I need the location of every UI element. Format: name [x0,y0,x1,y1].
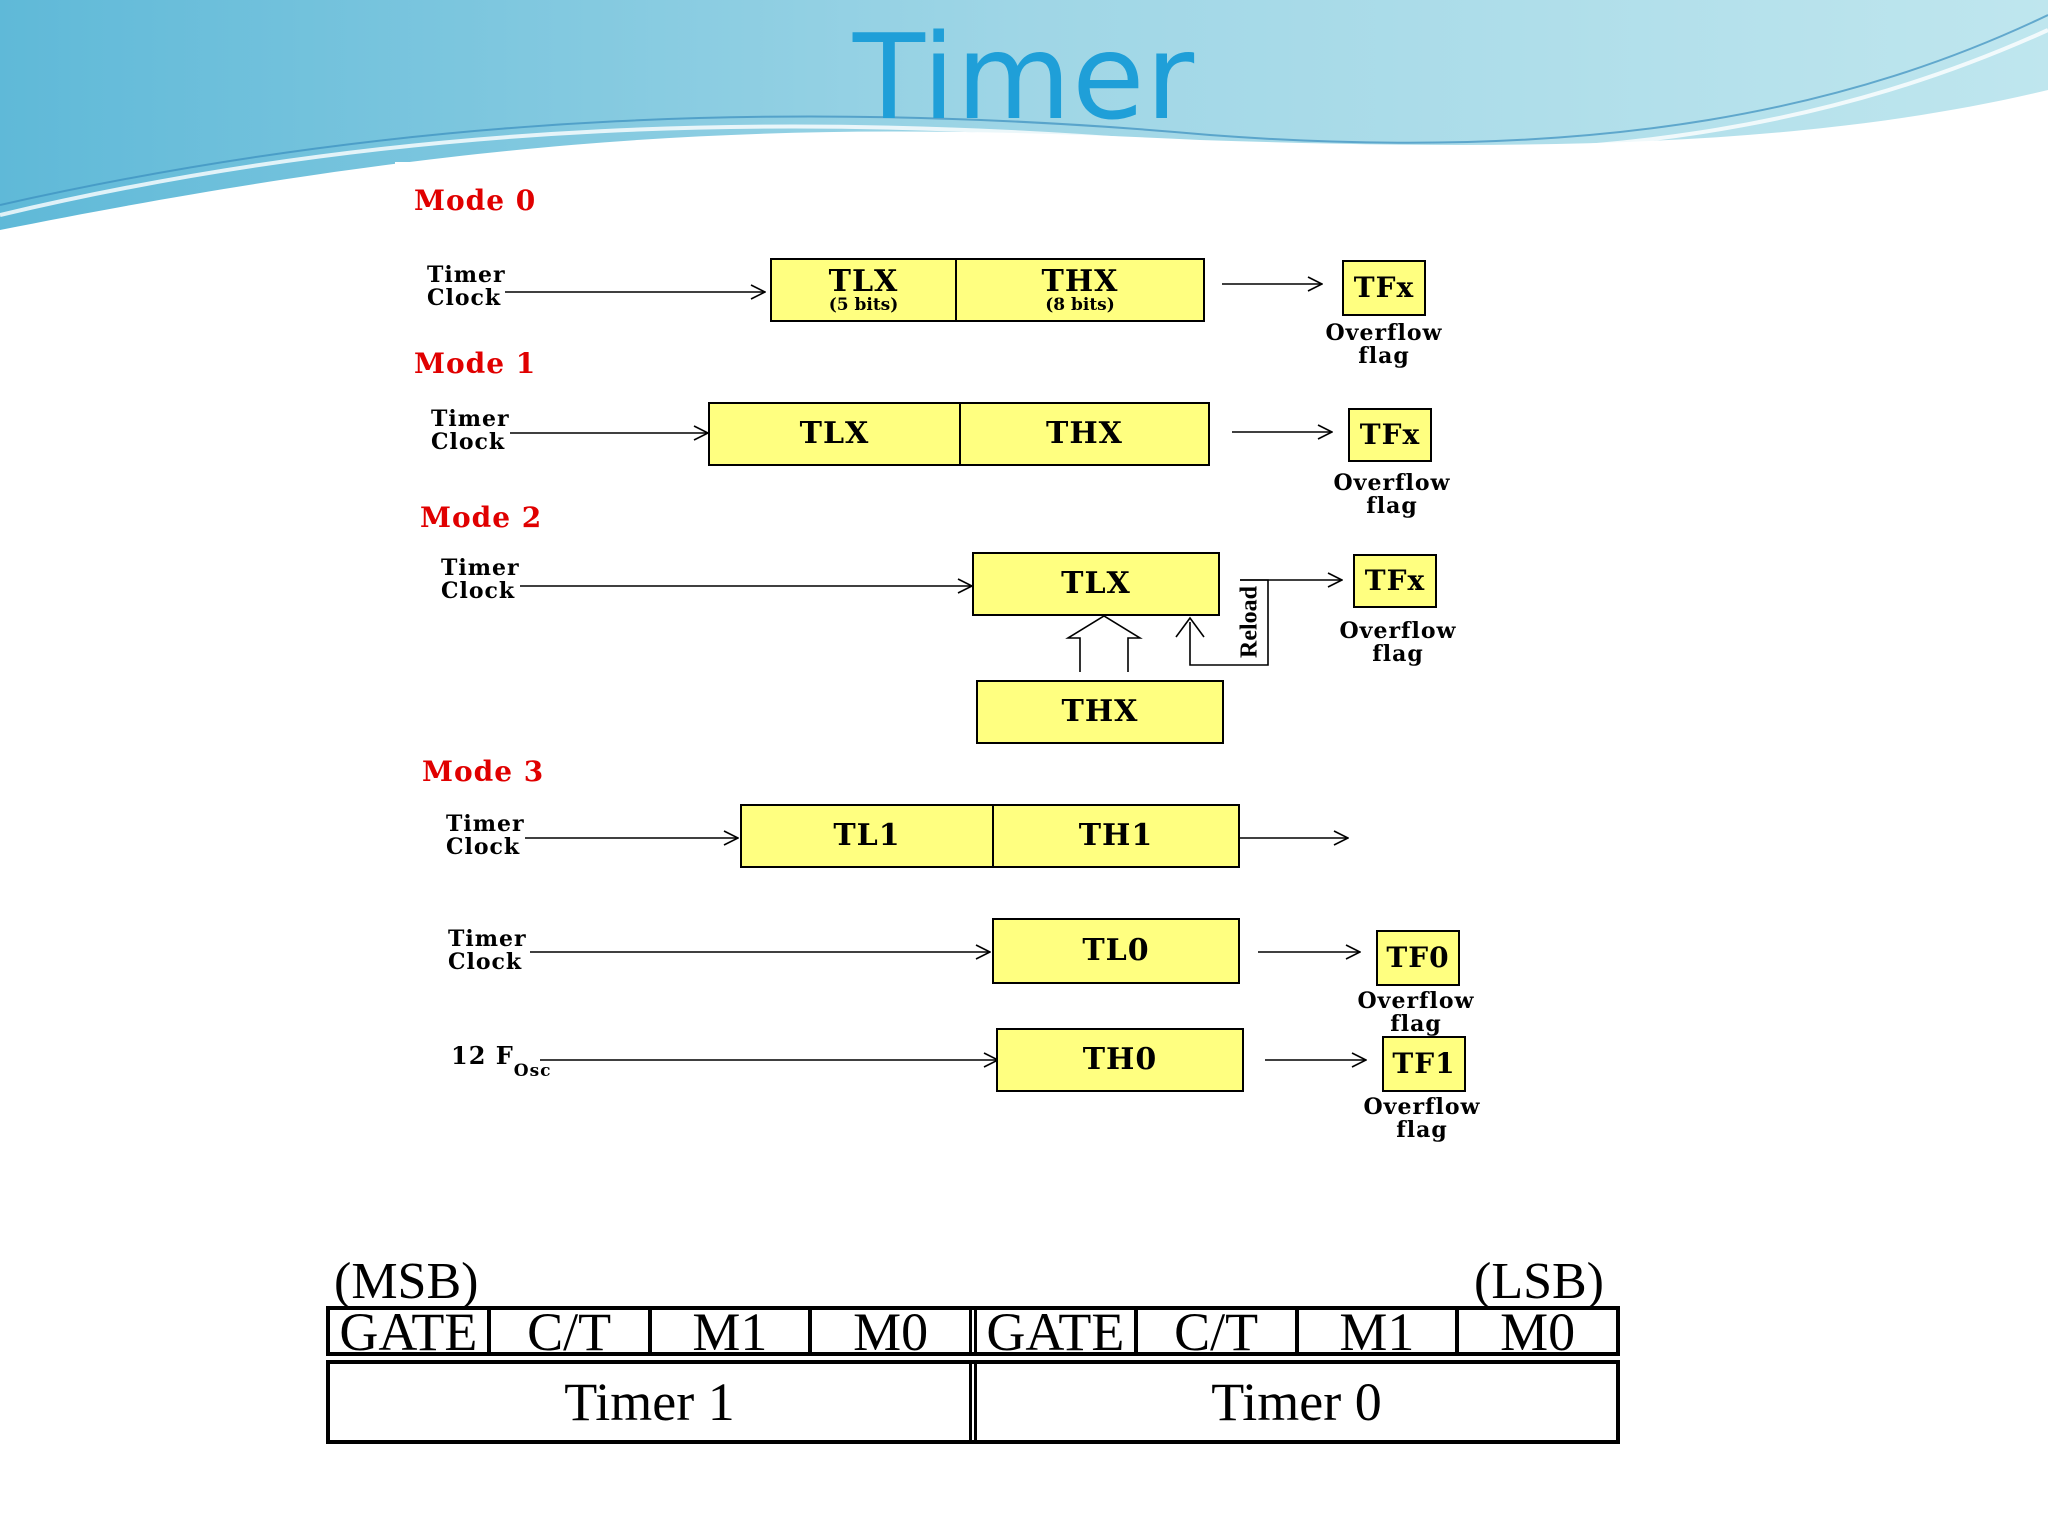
mode-3-title: Mode 3 [422,755,545,788]
mode-1-title: Mode 1 [414,347,537,380]
slide-title: Timer [852,8,1196,146]
mode2-thx-register: THX [976,680,1224,744]
mode3-th0-register: TH0 [996,1028,1244,1092]
header-wave [0,0,2048,230]
mode3-tl1-register: TL1 [740,804,994,868]
tmod-bit-gate: GATE [977,1310,1138,1352]
mode-2-title: Mode 2 [420,501,543,534]
tmod-bit-gate: GATE [330,1310,491,1352]
msb-label: (MSB) [334,1253,479,1310]
mode3-th1-register: TH1 [992,804,1240,868]
mode0-tlx-register: TLX(5 bits) [770,258,957,322]
osc-clock-label: 12 FOsc [451,1041,552,1082]
mode2-tlx-register: TLX [972,552,1220,616]
mode1-overflow-flag: TFx [1348,408,1432,462]
tmod-bit-m1: M1 [1299,1310,1460,1352]
reload-label: Reload [1236,586,1263,658]
mode0-thx-register: THX(8 bits) [955,258,1205,322]
timer1-group: Timer 1 [330,1364,977,1440]
mode-0-title: Mode 0 [414,184,537,217]
tmod-bit-ct: C/T [1138,1310,1299,1352]
tmod-timer-groups: Timer 1 Timer 0 [326,1360,1620,1444]
mode2-overflow-flag: TFx [1353,554,1437,608]
mode3-tf0-flag: TF0 [1376,930,1460,986]
lsb-label: (LSB) [1474,1253,1604,1310]
timer0-group: Timer 0 [1211,1372,1382,1432]
tmod-bit-m1: M1 [652,1310,813,1352]
mode0-overflow-flag: TFx [1342,260,1426,316]
mode1-thx-register: THX [959,402,1210,466]
mode3-tf1-flag: TF1 [1382,1036,1466,1092]
mode3-tl0-register: TL0 [992,918,1240,984]
tmod-bit-m0: M0 [1500,1310,1576,1352]
tmod-bit-ct: C/T [491,1310,652,1352]
tmod-bit-m0: M0 [812,1310,977,1352]
tmod-bit-row: GATE C/T M1 M0 GATE C/T M1 M0 [326,1306,1620,1356]
mode1-tlx-register: TLX [708,402,961,466]
